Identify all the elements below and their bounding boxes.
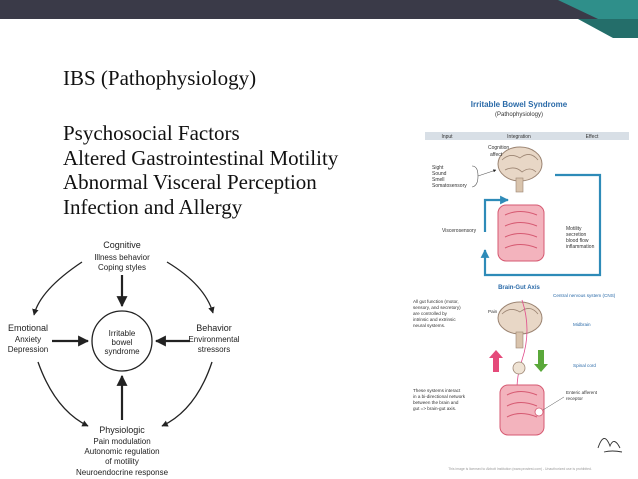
spinal-cord-icon xyxy=(512,361,526,375)
figure-subtitle: (Pathophysiology) xyxy=(495,112,543,118)
lower-intestine-illustration xyxy=(499,384,545,436)
pain-label: Pain xyxy=(488,309,498,314)
cycle-arc xyxy=(32,261,83,316)
figure-title: Irritable Bowel Syndrome xyxy=(471,100,568,109)
network-note: in a bi-directional network xyxy=(413,394,466,399)
cycle-arc xyxy=(37,361,89,427)
behavior-item: stressors xyxy=(198,345,230,354)
top-banner xyxy=(0,0,638,38)
viscerosensory-label: Viscerosensory xyxy=(442,228,477,234)
physiologic-item: of motility xyxy=(105,457,139,466)
sense-label: Sound xyxy=(432,171,447,177)
gut-function-note: neural systems. xyxy=(413,323,445,328)
sense-bracket xyxy=(471,165,479,188)
bullet-item: Abnormal Visceral Perception xyxy=(63,170,317,194)
midbrain-label: Midbrain xyxy=(573,322,591,327)
figure-footer: This image is licensed to Abbott Institu… xyxy=(448,467,592,471)
header-bar xyxy=(425,132,629,140)
emotional-heading: Emotional xyxy=(8,323,48,333)
sense-arrow xyxy=(477,169,497,177)
brain-icon xyxy=(497,146,543,193)
effect-label: blood flow xyxy=(566,238,589,244)
bullet-list: Psychosocial Factors Altered Gastrointes… xyxy=(63,121,338,219)
effect-label: secretion xyxy=(566,232,587,238)
cycle-arc xyxy=(161,361,213,427)
physiologic-heading: Physiologic xyxy=(99,425,145,435)
receptor-pointer xyxy=(542,396,565,411)
behavior-heading: Behavior xyxy=(196,323,232,333)
bullet-item: Altered Gastrointestinal Motility xyxy=(63,145,339,170)
efferent-down-arrow xyxy=(534,350,548,372)
gut-function-note: intrinsic and extrinsic xyxy=(413,317,456,322)
cognitive-item: Illness behavior xyxy=(94,253,150,262)
network-note: between the brain and xyxy=(413,400,459,405)
cognition-label: Cognition xyxy=(488,145,509,151)
center-label: Irritable xyxy=(109,329,136,338)
receptor-label: receptor xyxy=(566,396,583,401)
sense-label: Smell xyxy=(432,177,445,183)
network-note: These systems interact xyxy=(413,388,461,393)
spinal-cord-label: Spinal cord xyxy=(573,363,596,368)
cognition-label: affect xyxy=(490,152,503,158)
effect-loop-arrow xyxy=(480,173,602,277)
gut-function-note: are controlled by xyxy=(413,311,448,316)
cycle-arc xyxy=(166,261,215,314)
bullet-item: Psychosocial Factors xyxy=(63,121,240,145)
cns-label: Central nervous system (CNS) xyxy=(553,293,616,298)
receptor-label: Enteric afferent xyxy=(566,390,598,395)
bullet-item: Infection and Allergy xyxy=(63,194,243,219)
network-note: gut => brain-gut axis. xyxy=(413,406,456,411)
brain-gut-axis-heading: Brain-Gut Axis xyxy=(498,285,540,291)
header-integration: Integration xyxy=(507,134,531,140)
physiologic-item: Neuroendocrine response xyxy=(76,468,169,477)
emotional-item: Anxiety xyxy=(15,335,41,344)
effect-label: inflammation xyxy=(566,244,595,250)
physiologic-item: Pain modulation xyxy=(93,437,150,446)
center-label: syndrome xyxy=(104,347,140,356)
physiologic-item: Autonomic regulation xyxy=(84,447,159,456)
center-circle xyxy=(91,310,153,372)
gut-function-note: All gut function (motor, xyxy=(413,299,459,304)
sense-label: Sight xyxy=(432,165,444,171)
header-effect: Effect xyxy=(586,134,599,140)
header-input: Input xyxy=(441,134,453,140)
intestine-illustration xyxy=(497,204,545,262)
effect-label: Motility xyxy=(566,226,582,232)
slide-title: IBS (Pathophysiology) xyxy=(63,66,257,90)
cognitive-item: Coping styles xyxy=(98,263,146,272)
afferent-up-arrow xyxy=(489,350,503,372)
behavior-item: Environmental xyxy=(188,335,239,344)
cns-brain-icon xyxy=(497,301,543,349)
center-label: bowel xyxy=(112,338,133,347)
signature-icon xyxy=(597,438,623,453)
teal-corner-accent xyxy=(558,0,638,38)
emotional-item: Depression xyxy=(8,345,48,354)
cognitive-heading: Cognitive xyxy=(103,240,141,250)
gut-function-note: sensory, and secretory) xyxy=(413,305,461,310)
sense-label: Somatosensory xyxy=(432,183,467,189)
viscerosensory-arrow xyxy=(483,195,509,232)
